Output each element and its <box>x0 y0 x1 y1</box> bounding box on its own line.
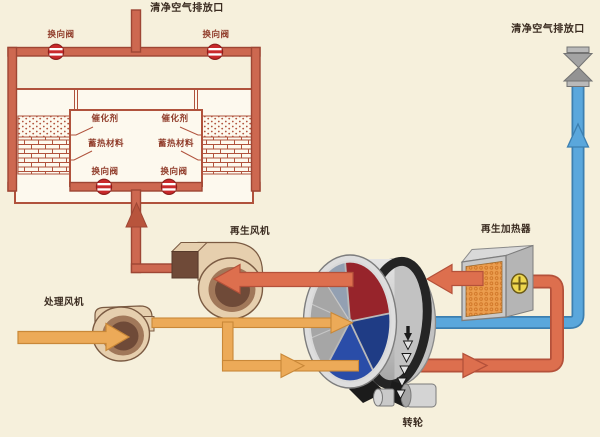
heater-to-rotor-arrow <box>425 263 484 295</box>
rco-stack-outlet-label: 清净空气排放口 <box>150 3 224 14</box>
rco-left-pipe <box>7 46 18 192</box>
process-fan-label: 处理风机 <box>43 296 84 308</box>
rotor-sector-borders <box>324 261 391 371</box>
reversing-valve-label-top-right: 换向阀 <box>202 28 230 39</box>
catalyst-label-left: 催化剂 <box>91 112 119 123</box>
dirty-air-inlet-arrow <box>17 322 131 352</box>
heater-element-core <box>465 261 503 317</box>
rotor-adsorption-sector-dark <box>350 313 391 371</box>
fan-inlet-duct <box>171 251 199 279</box>
heat-storage-bed-left <box>17 136 71 175</box>
electric-heat-icon <box>510 273 529 294</box>
catalyst-bed-right <box>201 115 253 138</box>
reversing-valve-label-top-left: 换向阀 <box>47 28 75 39</box>
belt-pulley-cap <box>373 388 383 407</box>
rotor-regeneration-sector <box>345 261 391 322</box>
cooling-air-branch-pipe <box>221 321 234 366</box>
rco-oxidizer-unit <box>7 9 261 274</box>
rotor-to-fan-arrow <box>212 263 354 295</box>
rco-inlet-down-pipe <box>130 189 142 274</box>
rco-inlet-elbow-pipe <box>130 263 180 274</box>
stack-outlet-label-right: 清净空气排放口 <box>511 24 585 35</box>
belt-rotation-arrows <box>395 326 414 400</box>
reversing-valve-icon <box>47 43 65 61</box>
clean-air-pipe <box>420 86 590 329</box>
process-air-main-pipe <box>151 317 332 329</box>
reversing-valve-icon <box>160 178 178 195</box>
label-leader-lines <box>70 126 202 161</box>
regeneration-heater-label: 再生加热器 <box>480 224 531 235</box>
stack-valve-icon <box>562 46 594 87</box>
regeneration-fan-label: 再生风机 <box>229 226 270 237</box>
reversing-valve-label-bottom-left: 换向阀 <box>91 165 119 176</box>
rco-right-pipe <box>250 46 261 192</box>
right-flow-arrow <box>462 352 489 379</box>
right-flow-arrow <box>330 311 354 334</box>
up-flow-arrow <box>566 122 590 148</box>
process-air-pipes <box>17 311 360 379</box>
rotor-wheel-label: 转轮 <box>402 418 424 429</box>
regeneration-air-pipe <box>420 274 564 379</box>
heat-storage-label-left: 蓄热材料 <box>87 137 124 148</box>
reversing-valve-icon <box>95 178 113 195</box>
reversing-valve-label-bottom-right: 换向阀 <box>160 165 188 176</box>
reversing-valve-icon <box>206 43 224 61</box>
catalyst-label-right: 催化剂 <box>161 112 189 123</box>
catalyst-bed-left <box>17 115 71 138</box>
rco-duct-walls <box>74 89 198 110</box>
right-flow-arrow <box>280 353 306 379</box>
up-flow-arrow <box>125 201 148 228</box>
heat-storage-label-right: 蓄热材料 <box>157 137 194 148</box>
heat-storage-bed-right <box>201 136 253 175</box>
rco-stack-pipe <box>130 9 142 53</box>
